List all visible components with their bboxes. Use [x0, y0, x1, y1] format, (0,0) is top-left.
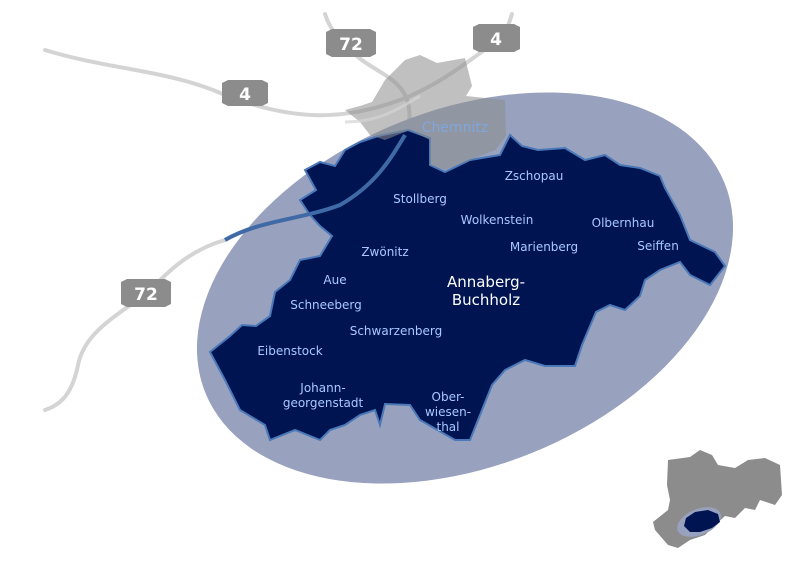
inset-district: [684, 510, 720, 532]
road-badge-b4-east: 4: [473, 24, 520, 52]
road-b72-west: [43, 238, 227, 412]
road-b72-inside: [224, 133, 407, 242]
label-schwarzenberg: Schwarzenberg: [350, 324, 443, 338]
svg-text:72: 72: [339, 35, 363, 55]
road-badge-b72-west: 72: [121, 279, 171, 307]
label-zschopau: Zschopau: [505, 169, 564, 183]
label-annaberg-line2: Buchholz: [452, 291, 520, 309]
road-badge-b72-north: 72: [326, 29, 376, 57]
label-chemnitz: Chemnitz: [422, 120, 489, 136]
label-oberwiesenthal-1: Ober-: [432, 390, 465, 404]
city-chemnitz-area[interactable]: [345, 55, 506, 170]
label-zwoenitz: Zwönitz: [361, 245, 408, 259]
label-oberwiesenthal-3: thal: [437, 420, 460, 434]
label-eibenstock: Eibenstock: [257, 344, 322, 358]
svg-text:4: 4: [239, 85, 251, 105]
label-annaberg-line1: Annaberg-: [447, 273, 525, 291]
road-b4-inside: [344, 94, 421, 124]
inset-saxony-map: [653, 450, 782, 548]
label-stollberg: Stollberg: [393, 192, 447, 206]
label-johanngeorgenstadt-1: Johann-: [299, 381, 345, 395]
label-wolkenstein: Wolkenstein: [461, 213, 534, 227]
label-seiffen: Seiffen: [637, 239, 679, 253]
svg-text:4: 4: [490, 30, 502, 50]
label-schneeberg: Schneeberg: [290, 298, 362, 312]
saxony-outline: [653, 450, 782, 548]
label-oberwiesenthal-2: wiesen-: [425, 405, 471, 419]
label-aue: Aue: [323, 273, 346, 287]
label-johanngeorgenstadt-2: georgenstadt: [283, 396, 364, 410]
label-olbernhau: Olbernhau: [592, 216, 655, 230]
label-marienberg: Marienberg: [510, 240, 578, 254]
road-badge-b4-west: 4: [222, 80, 268, 106]
svg-text:72: 72: [134, 285, 158, 305]
